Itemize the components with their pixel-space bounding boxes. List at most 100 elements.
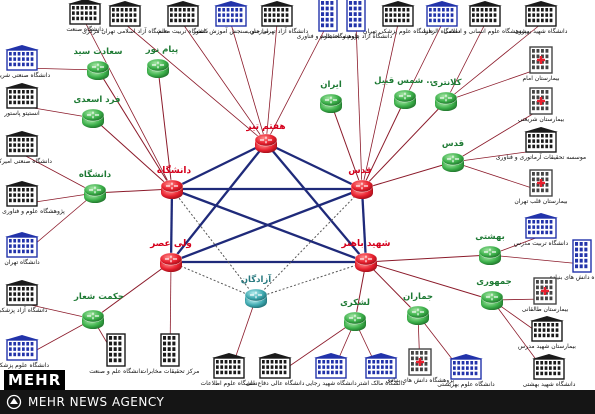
building-label: پژوهشگاه علوم انسانی و اسلامی <box>443 27 527 35</box>
building-icon <box>381 1 415 27</box>
core-link <box>265 141 363 191</box>
building-label: دانشگاه شهید بهشتی <box>523 380 576 388</box>
edge-link <box>97 69 173 190</box>
building-icon <box>425 1 459 27</box>
building-label: دانشگاه علوم پزشکی تهران <box>363 27 433 35</box>
router-icon <box>393 89 417 110</box>
building-icon <box>529 169 553 197</box>
routers-layer <box>81 58 504 332</box>
building-icon <box>524 213 558 239</box>
edge-link <box>361 98 406 190</box>
building-label: دانشگاه علم و صنعت <box>89 367 143 375</box>
building-link <box>445 23 486 102</box>
building-icon <box>408 348 432 376</box>
router-label: دانشگاه <box>157 164 192 176</box>
building-label: دانشگاه آزاد علوم و تحقیقات <box>320 31 393 40</box>
building-link <box>124 23 267 144</box>
building-icon <box>212 353 246 379</box>
core-link <box>171 141 267 191</box>
building-icon <box>260 1 294 27</box>
building-label: دانشگاه تهران <box>4 258 40 266</box>
router-icon <box>146 58 170 79</box>
router-icon <box>354 252 378 273</box>
building-icon <box>160 333 180 367</box>
router-label: سعادت سید <box>74 47 123 57</box>
building-link <box>355 22 363 190</box>
router-icon <box>441 152 465 173</box>
labels-layer: هفتم تیر دانشگاه قدس ولی عصر شهید باهنر سعادت… <box>73 45 512 308</box>
router-icon <box>480 290 504 311</box>
router-label: لشکری <box>340 298 370 308</box>
building-label: دانشگاه علوم پزشکی <box>0 361 49 369</box>
router-icon <box>343 311 367 332</box>
building-label: دانشگاه مالک اشتر <box>356 379 405 387</box>
building-icon <box>214 1 248 27</box>
building-label: دانشگاه تربیت معلم <box>158 27 208 35</box>
router-icon <box>81 108 105 129</box>
edge-link <box>330 102 363 190</box>
building-link <box>489 254 583 265</box>
building-label: بیمارستان امام <box>522 75 559 82</box>
building-label: سازمان سنجش آموزش کشور <box>192 26 269 35</box>
router-label: ولی عصر <box>149 239 192 249</box>
building-icon <box>314 353 348 379</box>
building-icon <box>5 280 39 306</box>
edge-link <box>157 67 173 190</box>
building-icon <box>524 1 558 27</box>
building-label: دانشگاه صنعتی امیرکبیر <box>0 157 52 165</box>
building-link <box>84 21 173 190</box>
agency-logo-icon <box>6 394 22 410</box>
building-label: مرکز تحقیقات مخابرات <box>141 368 200 375</box>
edge-link <box>92 117 173 190</box>
building-label: دانشگاه الزهرا <box>424 27 461 35</box>
router-label: دانشگاه <box>79 169 112 180</box>
core-link <box>360 188 368 263</box>
building-label: دانشگاه شهید رجایی <box>305 379 357 387</box>
building-icon <box>364 353 398 379</box>
building-label: دانشگاه عالی دفاع ملی <box>246 379 305 387</box>
building-icon <box>5 232 39 258</box>
building-label: دانشگاه آزاد اسلامی تهران مرکزی <box>82 26 168 35</box>
building-icon <box>108 1 142 27</box>
edge-link <box>365 254 491 263</box>
edge-link <box>365 261 493 301</box>
router-label: شهید باهنر <box>340 239 390 249</box>
core-link <box>169 188 174 263</box>
building-icon <box>529 87 553 115</box>
building-link <box>265 23 278 144</box>
router-label: شمس قبیل ... <box>374 76 436 86</box>
agency-name: MEHR NEWS AGENCY <box>28 395 165 409</box>
building-icon <box>468 1 502 27</box>
building-link <box>445 23 542 102</box>
edge-link <box>361 100 447 190</box>
building-label: دانشگاه آزاد پزشکی <box>0 305 48 314</box>
edge-link <box>365 261 419 316</box>
backup-link <box>255 261 367 299</box>
building-icon <box>449 354 483 380</box>
building-link <box>182 23 267 144</box>
building-icon <box>5 45 39 71</box>
router-label: فرد اسعدی <box>74 95 121 105</box>
core-link <box>265 142 367 263</box>
backup-link <box>170 261 257 299</box>
building-icon <box>5 83 39 109</box>
router-icon <box>83 183 107 204</box>
router-icon <box>350 179 374 200</box>
building-label: بیمارستان قلب تهران <box>514 198 567 205</box>
building-icon <box>524 127 558 153</box>
building-link <box>230 23 267 144</box>
core-link <box>170 187 363 264</box>
building-label: موسسه تحقیقات آرماتوری و فناوری <box>496 152 586 161</box>
edge-link <box>92 261 172 320</box>
building-link <box>265 22 329 144</box>
router-label: قدس <box>348 166 372 176</box>
router-label: هفتم تیر <box>245 122 285 132</box>
router-icon <box>159 252 183 273</box>
router-icon <box>434 91 458 112</box>
router-label: کلانتری <box>430 78 461 88</box>
router-icon <box>160 179 184 200</box>
router-icon <box>81 309 105 330</box>
building-label: بیمارستان شهید مدرس <box>518 343 576 350</box>
